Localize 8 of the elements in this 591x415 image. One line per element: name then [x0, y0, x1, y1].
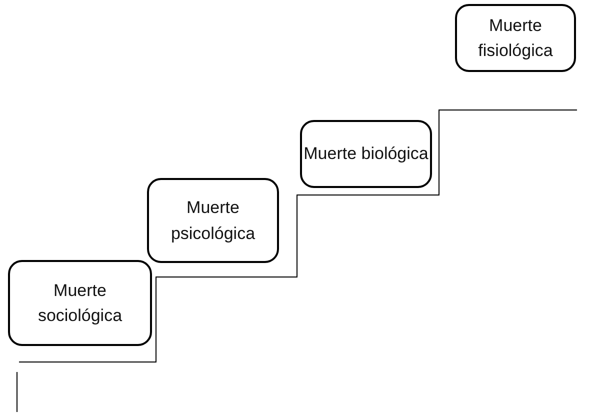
stage-label: Muerte sociológica [36, 280, 124, 327]
stage-box [300, 120, 432, 188]
stage-label: Muerte fisiológica [477, 14, 554, 62]
stage-box [147, 178, 279, 263]
stage-label: Muerte psicológica [170, 197, 256, 244]
stage-box [8, 260, 152, 346]
stage-label: Muerte biológica [304, 143, 428, 166]
stage-box [455, 4, 576, 72]
